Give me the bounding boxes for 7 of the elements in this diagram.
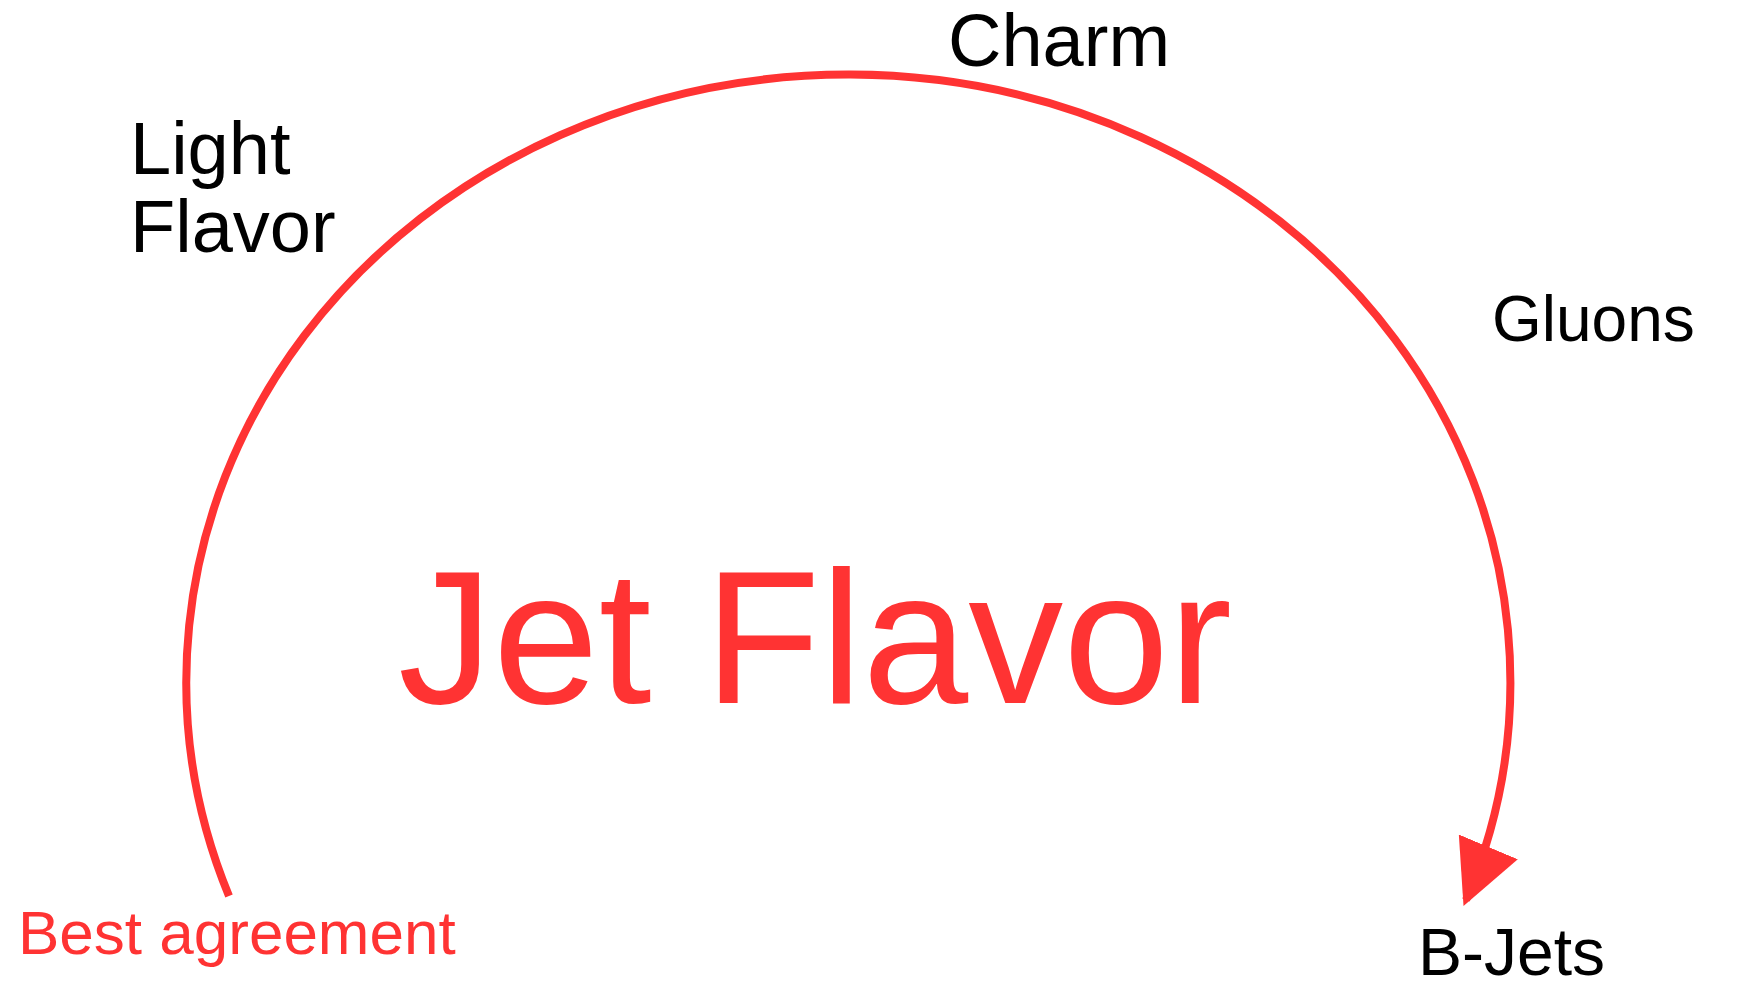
text-label: Charm xyxy=(948,2,1171,80)
node-label: B-Jets xyxy=(1418,918,1606,988)
diagram-title: Jet Flavor xyxy=(398,538,1233,738)
text-label: Gluons xyxy=(1492,286,1695,354)
node-label: Best agreement xyxy=(18,900,456,966)
text-label: Light Flavor xyxy=(130,110,337,266)
curved-arrow xyxy=(182,71,1515,907)
